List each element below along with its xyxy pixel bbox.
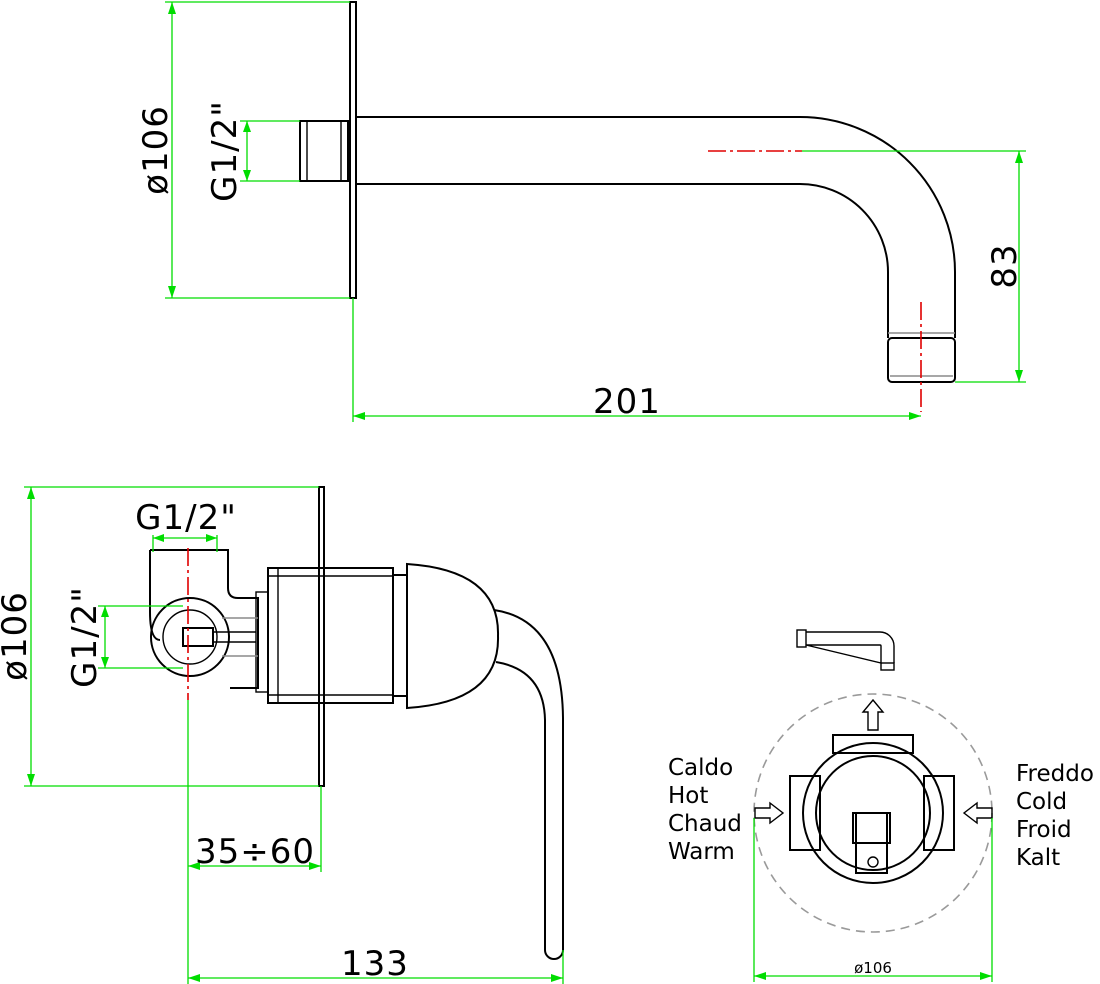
mixer-side-view: ø106 G1/2" G1/2" 35÷60 133 [0,486,564,984]
front-diameter-label: ø106 [854,959,892,977]
spout-pipe [356,116,956,338]
cold-inlet-arrow-icon [962,801,993,825]
mixer-thread-side-label: G1/2" [65,586,105,688]
spout-view: ø106 G1/2" 83 201 [136,1,1026,422]
cold-label-fr: Froid [1016,817,1072,843]
hot-label-de: Warm [668,839,735,865]
outlet-arrow-icon [861,698,885,731]
mixer-thread-top-label: G1/2" [135,498,237,538]
spout-thread-connector [299,120,349,182]
spout-diameter-label: ø106 [136,105,176,195]
mini-spout-icon [805,631,895,664]
mixer-diameter-label: ø106 [0,591,35,681]
hot-inlet-arrow-icon [754,801,785,825]
spout-height-label: 83 [985,243,1025,288]
hot-label-it: Caldo [668,755,733,781]
mixer-valve-stem [182,627,214,647]
cold-label-de: Kalt [1016,845,1060,871]
front-view: Caldo Hot Chaud Warm Freddo Cold Froid K… [668,629,1094,982]
spout-thread-label: G1/2" [205,100,245,202]
mixer-valve-ring [150,597,230,677]
spout-wall-plate [349,1,357,299]
front-body-circle [802,742,944,884]
mixer-lever-cap [406,562,500,710]
mixer-total-length-label: 133 [341,944,409,984]
hot-label-en: Hot [668,783,708,809]
mixer-body [267,567,394,704]
hot-label-fr: Chaud [668,811,742,837]
mixer-wall-depth-label: 35÷60 [195,832,315,872]
mixer-lever-handle [493,609,564,960]
spout-length-label: 201 [593,382,661,422]
mixer-wall-plate [318,486,325,787]
front-body-top [832,734,914,754]
cold-label-it: Freddo [1016,761,1094,787]
cold-label-en: Cold [1016,789,1067,815]
